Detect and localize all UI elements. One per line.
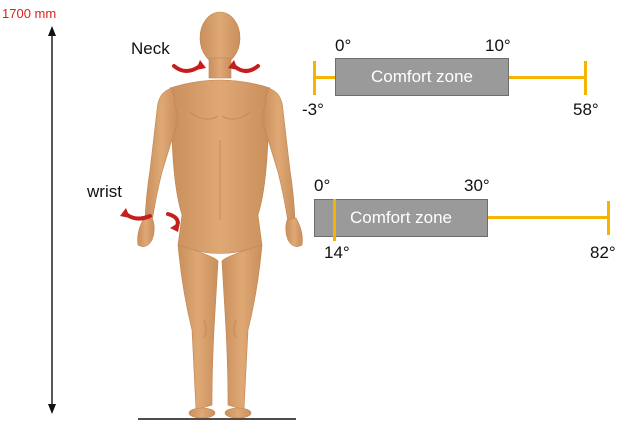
wrist-min-marker <box>333 199 336 241</box>
wrist-max-label: 82° <box>590 244 616 261</box>
wrist-min-marker-label: 14° <box>324 244 350 261</box>
wrist-comfort-zone: Comfort zone <box>314 199 488 237</box>
neck-comfort-zone: Comfort zone <box>335 58 509 96</box>
wrist-range-line <box>488 216 609 219</box>
neck-rotation-arrow-left <box>174 66 200 71</box>
neck-zone-end-label: 10° <box>485 37 511 54</box>
wrist-zone-start-label: 0° <box>314 177 330 194</box>
neck-rotation-arrow-right <box>234 66 258 71</box>
neck-max-label: 58° <box>573 101 599 118</box>
neck-zone-start-label: 0° <box>335 37 351 54</box>
neck-max-cap <box>584 61 587 95</box>
wrist-max-cap <box>607 201 610 235</box>
neck-label: Neck <box>131 40 170 57</box>
wrist-zone-end-label: 30° <box>464 177 490 194</box>
wrist-label: wrist <box>87 183 122 200</box>
neck-min-label: -3° <box>302 101 324 118</box>
neck-min-cap <box>313 61 316 95</box>
